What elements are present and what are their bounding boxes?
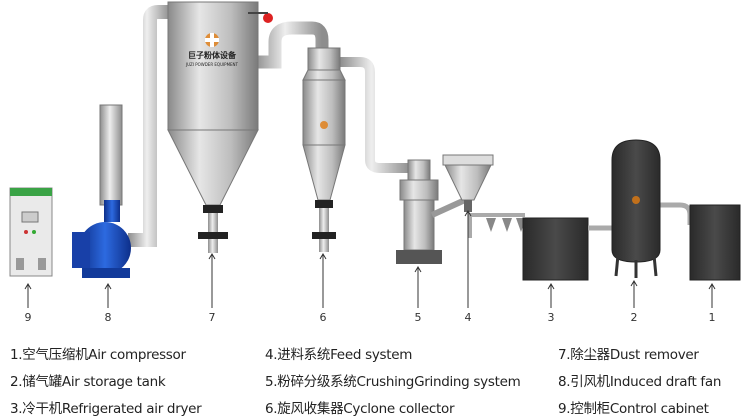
- dust-remover-7: 巨子粉体设备 JUZI POWDER EQUIPMENT: [167, 1, 273, 253]
- air-compressor-1: [689, 204, 741, 281]
- legend-item-5: 5.粉碎分级系统CrushingGrinding system: [265, 374, 521, 390]
- filters: [486, 218, 526, 232]
- legend-item-1: 1.空气压缩机Air compressor: [10, 347, 186, 363]
- legend-item-7: 7.除尘器Dust remover: [558, 347, 699, 363]
- legend-item-4: 4.进料系统Feed system: [265, 347, 413, 363]
- grinding-system-5: [396, 159, 467, 264]
- callout-5: 5: [414, 311, 422, 324]
- air-storage-tank-2: [611, 139, 661, 278]
- feed-system-4: [442, 154, 494, 212]
- callout-6: 6: [319, 311, 327, 324]
- callout-4: 4: [464, 311, 472, 324]
- legend-item-6: 6.旋风收集器Cyclone collector: [265, 401, 455, 417]
- legend-item-9: 9.控制柜Control cabinet: [558, 401, 709, 417]
- callout-8: 8: [104, 311, 112, 324]
- legend-item-2: 2.储气罐Air storage tank: [10, 374, 166, 390]
- callout-9: 9: [24, 311, 32, 324]
- control-cabinet-9: [9, 187, 53, 277]
- induced-draft-fan-8: [72, 104, 131, 278]
- refrigerated-air-dryer-3: [522, 217, 589, 281]
- callout-1: 1: [708, 311, 716, 324]
- cyclone-collector-6: [302, 47, 346, 252]
- callout-arrows: [24, 210, 716, 308]
- logo-icon: [205, 33, 219, 47]
- callout-2: 2: [630, 311, 638, 324]
- logo-subtext: JUZI POWDER EQUIPMENT: [185, 62, 239, 67]
- legend-item-3: 3.冷干机Refrigerated air dryer: [10, 401, 202, 417]
- callout-7: 7: [208, 311, 216, 324]
- logo-text: 巨子粉体设备: [188, 50, 237, 60]
- legend-item-8: 8.引风机Induced draft fan: [558, 374, 722, 390]
- callout-3: 3: [547, 311, 555, 324]
